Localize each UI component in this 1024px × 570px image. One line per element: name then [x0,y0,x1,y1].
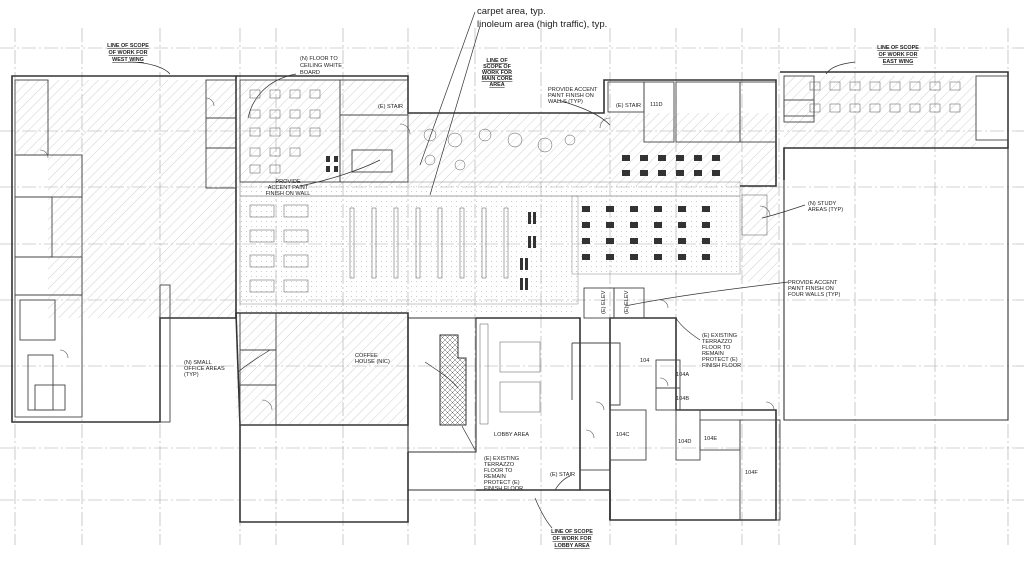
room-stair-west: (E) STAIR [378,104,403,110]
note-terrazzo-east-l1: (E) EXISTING [702,333,737,339]
note-accent-wall-l1: PROVIDE [275,179,300,185]
note-terrazzo-lobby-l1: (E) EXISTING [484,456,519,462]
scope-west-line3: WEST WING [112,57,144,63]
note-terrazzo-lobby-l5: PROTECT (E) [484,480,520,486]
scope-lobby-line1: LINE OF SCOPE [551,529,593,535]
note-four-walls: PROVIDE ACCENT PAINT FINISH ON FOUR WALL… [788,280,840,298]
room-111d: 111D [650,102,663,108]
note-small-office-l2: OFFICE AREAS [184,366,225,372]
room-104c: 104C [616,432,629,438]
room-stair-lobby: (E) STAIR [550,472,575,478]
furniture [249,81,961,425]
scope-main-line2: SCOPE OF [483,64,512,70]
scope-main-core: LINE OF SCOPE OF WORK FOR MAIN CORE AREA [482,58,513,88]
linoleum-corridor [239,181,741,314]
scope-west-line2: OF WORK FOR [109,50,148,56]
note-terrazzo-lobby: (E) EXISTING TERRAZZO FLOOR TO REMAIN PR… [484,456,523,492]
note-terrazzo-east-l2: TERRAZZO [702,339,733,345]
room-104d: 104D [678,439,691,445]
north-rooms [239,75,1009,183]
note-accent-walls-l2: PAINT FINISH ON [548,93,594,99]
coffee-house-counter [439,334,467,426]
note-terrazzo-lobby-l2: TERRAZZO [484,462,515,468]
room-104e: 104E [704,436,717,442]
note-whiteboard-l1: (N) FLOOR TO [300,56,338,62]
note-terrazzo-east-l3: FLOOR TO [702,345,731,351]
note-whiteboard: (N) FLOOR TO CEILING WHITE BOARD [300,56,342,76]
note-whiteboard-l3: BOARD [300,70,320,76]
room-104a: 104A [676,372,689,378]
lobby-rooms [571,287,781,521]
room-labels: (E) STAIR (E) STAIR 111D (E) ELEV (E) EL… [378,102,758,478]
note-coffee-l1: COFFEE [355,353,378,359]
note-four-walls-l2: PAINT FINISH ON [788,286,834,292]
note-accent-wall: PROVIDE ACCENT PAINT FINISH ON WALL [266,179,311,197]
scope-east-line3: EAST WING [883,59,914,65]
scope-lobby-line3: LOBBY AREA [554,543,589,549]
note-terrazzo-east-l4: REMAIN [702,351,724,357]
note-small-office: (N) SMALL OFFICE AREAS (TYP) [184,360,225,378]
note-accent-wall-l2: ACCENT PAINT [268,185,309,191]
scope-east-line1: LINE OF SCOPE [877,45,919,51]
west-wing-rooms [14,79,277,426]
room-104b: 104B [676,396,689,402]
room-104f: 104F [745,470,758,476]
scope-main-line3: WORK FOR [482,70,512,76]
scope-east-line2: OF WORK FOR [879,52,918,58]
room-stair-east: (E) STAIR [616,103,641,109]
carpet-callout: carpet area, typ. [477,6,546,17]
linoleum-callout: linoleum area (high traffic), typ. [477,19,607,30]
note-accent-walls: PROVIDE ACCENT PAINT FINISH ON WALLS (TY… [548,87,598,105]
note-coffee-l2: HOUSE (NIC) [355,359,390,365]
note-terrazzo-lobby-l3: FLOOR TO [484,468,513,474]
note-study: (N) STUDY AREAS (TYP) [808,201,843,213]
scope-main-line5: AREA [489,82,504,88]
leader-lines [127,11,856,529]
note-accent-wall-l3: FINISH ON WALL [266,191,311,197]
note-four-walls-l3: FOUR WALLS (TYP) [788,292,840,298]
note-accent-walls-l1: PROVIDE ACCENT [548,87,598,93]
note-study-l1: (N) STUDY [808,201,837,207]
room-elev-2: (E) ELEV [624,290,630,314]
room-104: 104 [640,358,649,364]
scope-west: LINE OF SCOPE OF WORK FOR WEST WING [107,43,149,63]
scope-lobby: LINE OF SCOPE OF WORK FOR LOBBY AREA [551,529,593,549]
note-terrazzo-east: (E) EXISTING TERRAZZO FLOOR TO REMAIN PR… [702,333,741,369]
scope-main-line4: MAIN CORE [482,76,513,82]
note-study-l2: AREAS (TYP) [808,207,843,213]
note-small-office-l1: (N) SMALL [184,360,212,366]
note-small-office-l3: (TYP) [184,372,199,378]
note-coffee: COFFEE HOUSE (NIC) [355,353,390,365]
door-swings [39,97,775,439]
note-accent-walls-l3: WALLS (TYP) [548,99,583,105]
hatched-areas [15,76,976,425]
scope-west-line1: LINE OF SCOPE [107,43,149,49]
note-terrazzo-lobby-l4: REMAIN [484,474,506,480]
note-terrazzo-east-l6: FINISH FLOOR [702,363,741,369]
scope-lobby-line2: OF WORK FOR [553,536,592,542]
room-elev-1: (E) ELEV [601,290,607,314]
scope-east: LINE OF SCOPE OF WORK FOR EAST WING [877,45,919,65]
note-whiteboard-l2: CEILING WHITE [300,63,342,69]
scope-main-line1: LINE OF [486,58,508,64]
room-lobby: LOBBY AREA [494,432,529,438]
note-terrazzo-lobby-l6: FINISH FLOOR [484,486,523,492]
note-four-walls-l1: PROVIDE ACCENT [788,280,838,286]
note-terrazzo-east-l5: PROTECT (E) [702,357,738,363]
